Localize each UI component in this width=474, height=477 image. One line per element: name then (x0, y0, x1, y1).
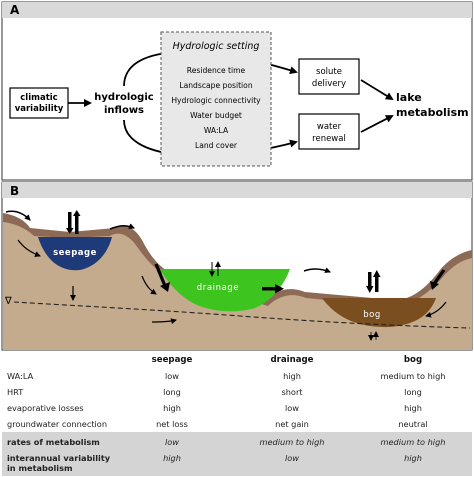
cell: high (163, 403, 181, 413)
row-label: evaporative losses (7, 403, 84, 413)
cell: high (404, 453, 422, 463)
col-header-seepage: seepage (151, 355, 193, 365)
bog-inflow-arrow (432, 269, 446, 285)
panel-a-label: A (10, 3, 20, 17)
row-label: HRT (7, 387, 24, 397)
panel-b-header (2, 182, 472, 198)
drainage-outflow-arrow (262, 287, 276, 291)
table-shaded-area (2, 432, 472, 476)
seep-arrow (17, 239, 41, 257)
setting-item: Hydrologic connectivity (171, 96, 261, 105)
setting-item: Landscape position (179, 81, 252, 90)
drainage-outflow-arrowhead (275, 284, 284, 294)
hydrologic-setting-title: Hydrologic setting (173, 41, 260, 52)
cell: medium to high (380, 371, 446, 381)
climatic-label-2: variability (15, 104, 64, 114)
solute-label-2: delivery (312, 79, 346, 89)
arrow-solute-to-metabolism (360, 79, 394, 101)
cell: high (163, 453, 181, 463)
cell: long (163, 387, 181, 397)
cell: long (404, 387, 422, 397)
bog-evap-down-head (366, 286, 374, 293)
drainage-label: drainage (197, 283, 239, 293)
inflows-label-2: inflows (104, 105, 144, 116)
water-table-symbol: ∇ (4, 296, 12, 307)
cell: neutral (398, 419, 428, 429)
gw-arrow-drainage (141, 275, 157, 295)
evap-arrow-up (75, 214, 79, 234)
water-renewal-box (298, 113, 360, 150)
cell: high (404, 403, 422, 413)
bog-inflow-arrowhead (430, 281, 439, 290)
bog-label: bog (363, 310, 381, 320)
arrow-renewal-to-metabolism (360, 115, 394, 133)
inflow-arrow (5, 210, 31, 221)
setting-item: Water budget (190, 111, 242, 120)
metabolism-label-1: lake (396, 91, 422, 104)
seepage-label: seepage (53, 248, 97, 258)
cell: low (285, 403, 299, 413)
setting-item: Residence time (187, 66, 246, 75)
row-label: rates of metabolism (7, 437, 100, 447)
cell: net loss (156, 419, 188, 429)
panel-a-header (2, 2, 472, 18)
solute-label-1: solute (316, 67, 342, 77)
row-label: groundwater connection (7, 419, 108, 429)
col-header-bog: bog (403, 355, 423, 365)
bog-gw-arrow (425, 301, 447, 318)
bog-evap-up (375, 274, 379, 292)
metabolism-label-2: metabolism (396, 106, 469, 119)
surface-arrow (109, 223, 135, 230)
inflows-label-1: hydrologic (94, 92, 153, 103)
evap-arrowhead-down (66, 228, 74, 234)
cell: low (165, 437, 179, 447)
hydrologic-setting-box (160, 31, 272, 167)
bog-evap-down (368, 272, 372, 290)
water-table-line (13, 301, 471, 329)
seepage-lake (38, 237, 112, 271)
setting-item: WA:LA (204, 126, 229, 135)
cell: high (283, 371, 301, 381)
setting-item: Land cover (195, 141, 238, 150)
cell: low (165, 371, 179, 381)
bog-lake (322, 298, 436, 328)
drainage-inflow-arrow (154, 263, 167, 287)
col-header-drainage: drainage (270, 355, 314, 365)
gw-inflow-arrow (151, 318, 177, 325)
cell: medium to high (259, 437, 325, 447)
drainage-lake (160, 269, 290, 312)
renewal-label-1: water (317, 122, 342, 132)
row-label: interannual variability in metabolism (7, 453, 111, 473)
cell: short (281, 387, 303, 397)
renewal-label-2: renewal (312, 134, 346, 144)
solute-delivery-box (298, 58, 360, 95)
cell: net gain (275, 419, 309, 429)
evap-arrowhead-up (73, 210, 81, 216)
climatic-label-1: climatic (20, 93, 57, 103)
bog-surface-arrow (303, 267, 331, 273)
evap-arrow-down (68, 212, 72, 232)
drainage-inflow-arrowhead (160, 282, 170, 292)
cell: medium to high (380, 437, 446, 447)
bog-evap-up-head (373, 270, 381, 277)
cell: low (285, 453, 299, 463)
row-label: WA:LA (7, 371, 34, 381)
panel-b-label: B (10, 184, 19, 198)
